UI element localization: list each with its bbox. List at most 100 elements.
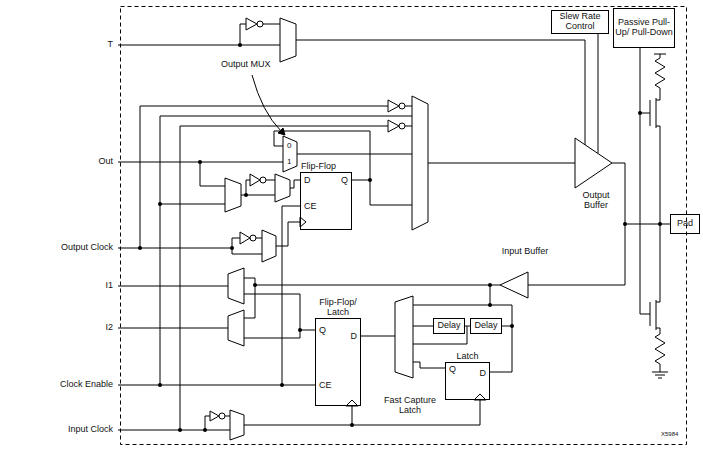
pull-transistors: [652, 372, 668, 373]
port-label: Q: [319, 326, 326, 336]
output-select-wiring: [140, 106, 141, 248]
signal-name: Out: [97, 157, 114, 167]
out-path: [370, 180, 412, 205]
input-path: [361, 336, 395, 337]
control-box: Slew Rate Control: [551, 10, 609, 34]
port-label: D: [351, 332, 358, 342]
input-clock-path: [230, 410, 244, 440]
t-path: [240, 24, 246, 45]
out-path: [200, 162, 225, 186]
output-select-wiring: [388, 120, 399, 132]
port-label: D: [304, 176, 311, 186]
port-label: Q: [341, 176, 348, 186]
box-heading: Flip-Flop/ Latch: [308, 298, 368, 318]
output-select-wiring: [412, 96, 428, 230]
t-path: [257, 21, 263, 27]
output-select-wiring: [405, 106, 412, 107]
input-path: [118, 163, 670, 406]
junction-dot: [488, 283, 492, 287]
input-path: [244, 330, 300, 338]
junction-dot: [138, 43, 662, 432]
junction-dot: [198, 160, 202, 164]
junction-dot: [280, 383, 284, 387]
junction-dot: [138, 246, 142, 250]
input-path: [244, 318, 255, 319]
pull-transistors: [656, 300, 657, 330]
iob-boundary: [121, 7, 687, 445]
junction-dot: [298, 328, 302, 332]
out-path: [225, 178, 241, 212]
pull-transistors: [656, 98, 657, 128]
out-path: [266, 180, 275, 181]
signal-name: 1: [286, 158, 292, 167]
input-path: [413, 326, 433, 327]
output-clock-path: [250, 235, 256, 241]
output-select-wiring: [428, 163, 575, 164]
input-path: [118, 328, 228, 329]
input-clock-path: [118, 385, 315, 386]
out-path: [250, 174, 260, 186]
signal-name: Clock Enable: [59, 380, 114, 390]
junction-dot: [510, 324, 514, 328]
output-select-wiring: [388, 100, 399, 112]
part-label: Input Buffer: [496, 247, 554, 257]
signal-name: I1: [104, 281, 114, 291]
input-path: [502, 305, 512, 326]
output-clock-path: [118, 248, 232, 249]
input-path: [395, 296, 413, 378]
input-path: [528, 163, 625, 285]
delay-box: Delay: [470, 318, 502, 334]
junction-dot: [253, 283, 257, 287]
input-path: [490, 285, 491, 305]
output-clock-path: [232, 248, 262, 254]
t-path: [118, 45, 280, 46]
box-heading: Latch: [438, 352, 497, 362]
delay-box: Delay: [433, 318, 465, 334]
input-clock-path: [205, 416, 210, 430]
junction-dot: [203, 428, 207, 432]
t-path: [598, 34, 599, 153]
signal-name: 0: [286, 142, 292, 151]
out-path: [278, 128, 285, 135]
junction-dot: [158, 202, 162, 206]
junction-dot: [638, 111, 642, 115]
control-box: Passive Pull-Up/ Pull-Down: [613, 8, 675, 48]
output-clock-path: [118, 206, 306, 385]
output-clock-path: [262, 230, 276, 262]
pull-transistors: [640, 48, 650, 314]
input-path: [413, 362, 445, 368]
t-path: [263, 24, 280, 25]
output-select-wiring: [405, 126, 412, 127]
input-clock-path: [210, 411, 219, 421]
input-path: [244, 278, 255, 279]
junction-dot: [658, 222, 662, 226]
latch-box: LatchQD: [445, 362, 490, 400]
t-path: [118, 18, 598, 153]
output-select-wiring: [180, 126, 181, 430]
input-path: [490, 326, 512, 372]
flip-flop-latch-box: Flip-Flop/ LatchQDCE: [315, 318, 361, 406]
input-path: [118, 286, 228, 287]
signal-name: I2: [104, 323, 114, 333]
junction-dot: [488, 303, 492, 307]
output-buffer-symbol: [575, 138, 612, 188]
junction-dot: [623, 222, 627, 226]
part-label: Fast Capture Latch: [376, 396, 444, 416]
t-path: [296, 40, 585, 145]
input-clock-path: [118, 430, 230, 431]
output-select-wiring: [140, 96, 575, 430]
output-clock-path: [256, 238, 262, 239]
output-clock-path: [282, 206, 300, 385]
box-text: Pad: [677, 219, 693, 229]
input-clock-path: [244, 406, 352, 425]
pull-transistors: [656, 126, 660, 302]
input-path: [228, 310, 244, 346]
input-path: [228, 268, 244, 304]
output-clock-path: [276, 222, 300, 246]
part-label: Output MUX: [220, 60, 272, 70]
junction-dot: [368, 178, 372, 182]
pad-box: Pad: [670, 214, 700, 234]
out-path: [260, 177, 266, 183]
output-clock-path: [240, 232, 250, 244]
input-path: [255, 285, 500, 286]
